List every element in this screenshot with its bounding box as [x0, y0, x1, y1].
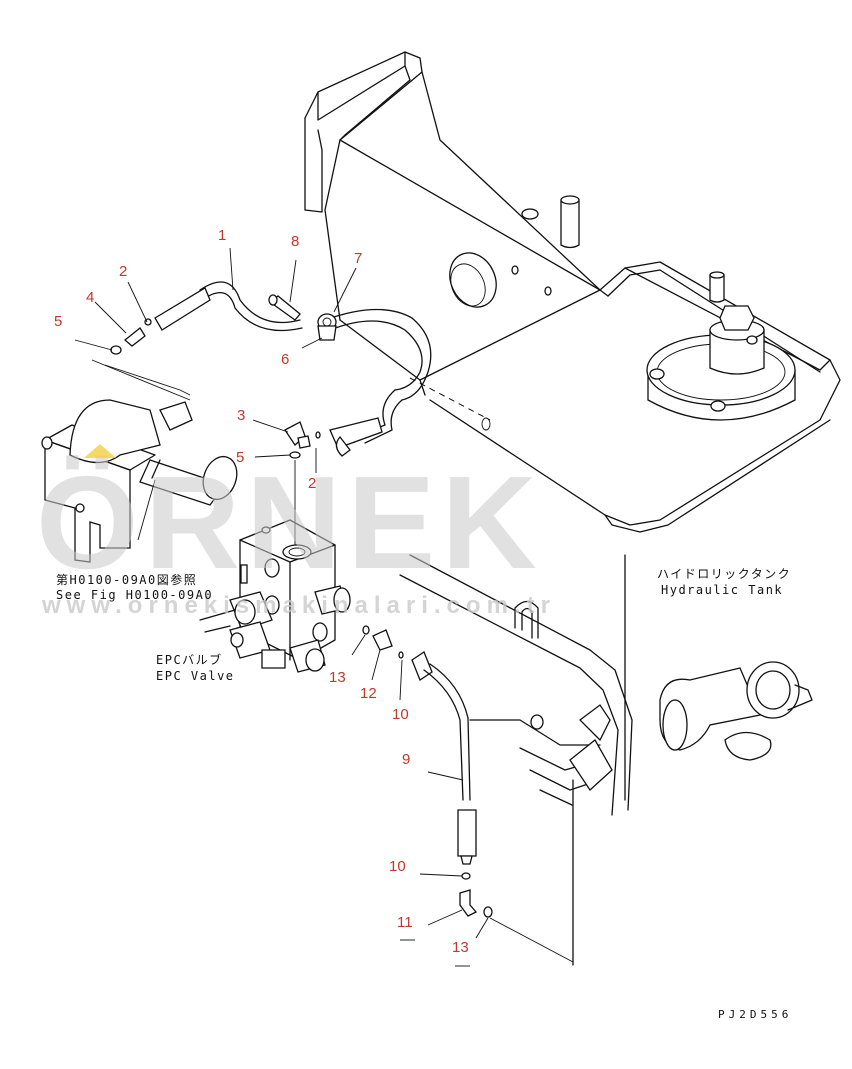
watermark: ÖRNEK www.ornekismakinalari.com.tr — [36, 444, 556, 619]
drawing-code: PJ2D556 — [718, 1008, 792, 1021]
label-epc-en: EPC Valve — [156, 669, 235, 683]
label-tank-jp: ハイドロリックタンク — [657, 567, 791, 581]
callout-5a: 5 — [54, 313, 62, 330]
label-see-fig-en: See Fig H0100-09A0 — [56, 588, 213, 602]
callout-13a: 13 — [329, 669, 346, 686]
callout-numbers: 1 2 4 5 8 7 6 3 5 2 13 12 10 9 10 11 13 — [54, 227, 469, 956]
lower-bracket — [399, 554, 633, 966]
watermark-logo-text: ÖRNEK — [36, 449, 543, 596]
hose-lower — [351, 625, 574, 967]
elbow-fitting — [659, 661, 813, 761]
callout-6: 6 — [281, 351, 289, 368]
callout-4: 4 — [86, 289, 94, 306]
callout-5b: 5 — [236, 449, 244, 466]
label-see-fig-jp: 第H0100-09A0図参照 — [56, 572, 197, 587]
callout-11: 11 — [397, 914, 413, 931]
callout-2a: 2 — [119, 263, 127, 280]
callout-1: 1 — [218, 227, 226, 244]
callout-3: 3 — [237, 407, 245, 424]
hose-upper — [74, 247, 432, 545]
callout-2b: 2 — [308, 475, 316, 492]
callout-13b: 13 — [452, 939, 469, 956]
watermark-url: www.ornekismakinalari.com.tr — [41, 592, 556, 619]
epc-valve — [199, 519, 351, 673]
hydraulic-tank-frame — [304, 51, 841, 801]
callout-7: 7 — [354, 250, 362, 267]
callout-10a: 10 — [392, 706, 409, 723]
callout-10b: 10 — [389, 858, 406, 875]
callout-8: 8 — [291, 233, 299, 250]
label-tank-en: Hydraulic Tank — [661, 583, 783, 597]
callout-9: 9 — [402, 751, 410, 768]
suction-pipe — [41, 399, 238, 563]
label-epc-jp: EPCバルブ — [156, 652, 223, 667]
callout-12: 12 — [360, 685, 377, 702]
diagram-labels: 第H0100-09A0図参照 See Fig H0100-09A0 EPCバルブ… — [56, 567, 792, 1021]
watermark-accent-icon — [84, 444, 116, 458]
